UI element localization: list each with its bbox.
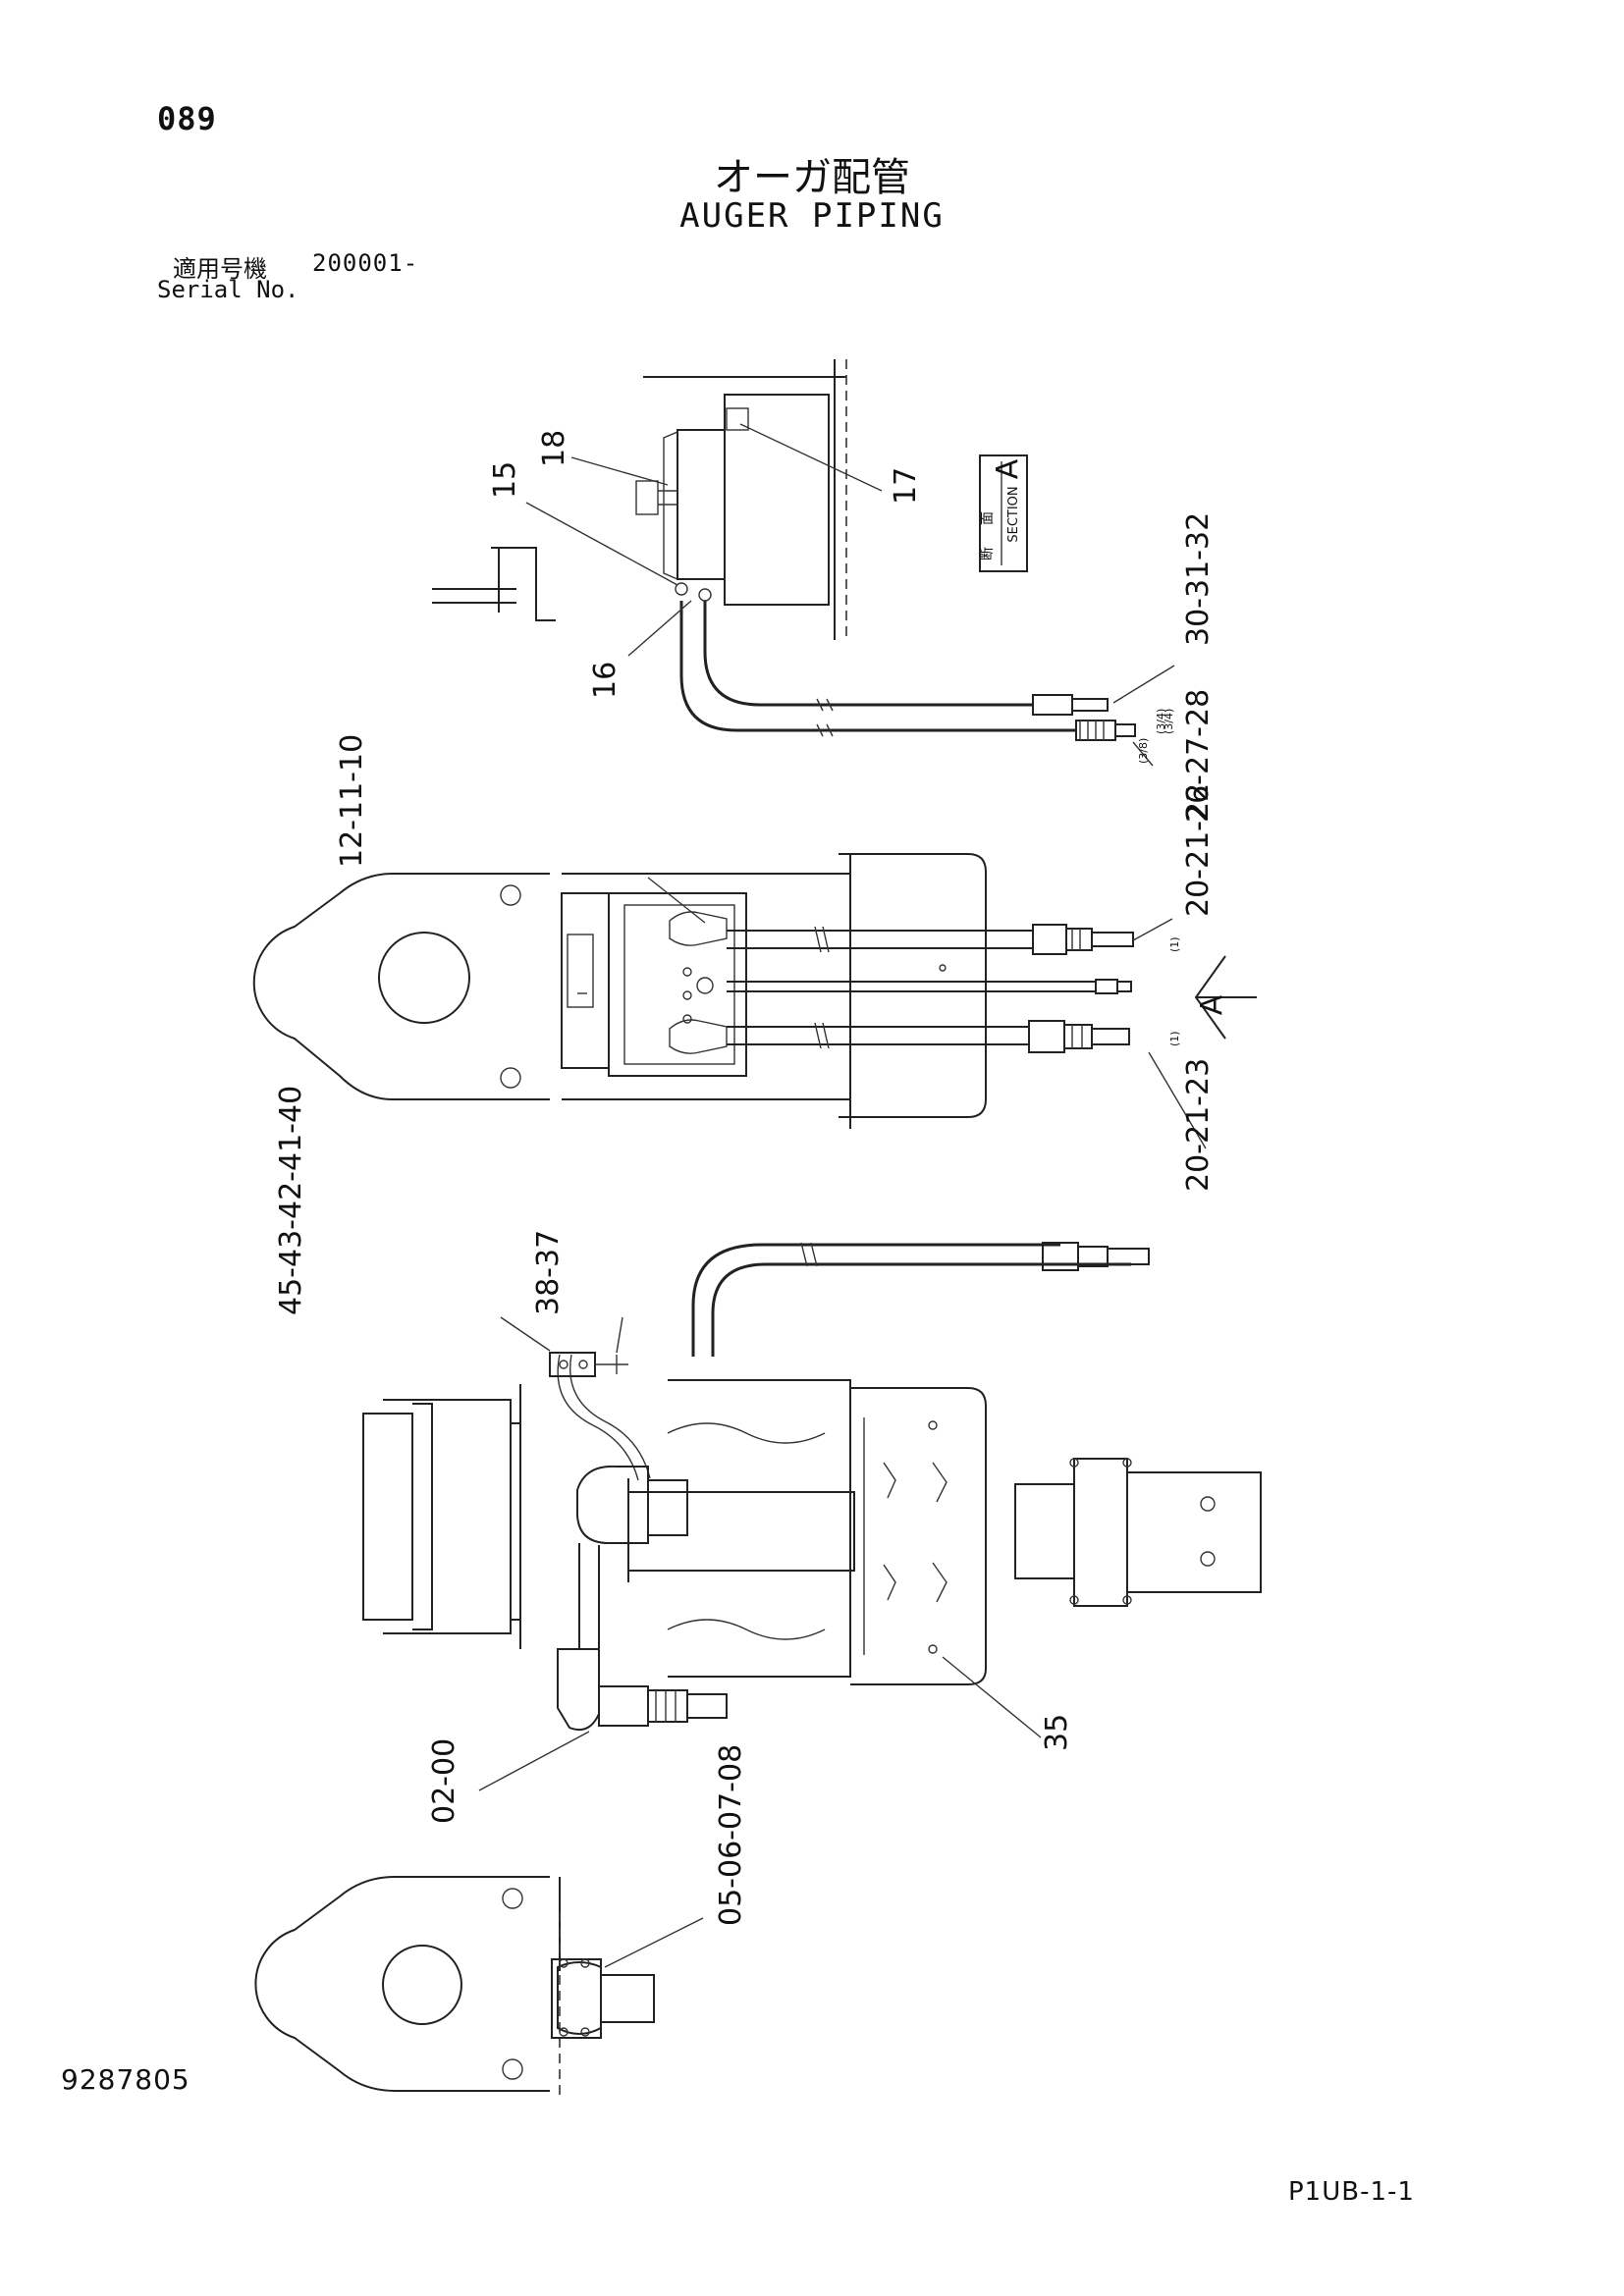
drawing-number: 9287805 xyxy=(61,2063,190,2096)
section-jp-char-1: 断 xyxy=(980,547,996,561)
coupler-30 xyxy=(1032,694,1073,716)
bearing-housing xyxy=(1073,1458,1128,1607)
callout-38-37: 38-37 xyxy=(531,1230,566,1315)
callout-02-00: 02-00 xyxy=(427,1738,461,1824)
callout-30-31-32: 30-31-32 xyxy=(1181,512,1216,646)
adapter-fitting-16 xyxy=(698,588,712,602)
section-a-view xyxy=(432,359,1175,767)
elbow-fitting-18 xyxy=(635,480,659,515)
page-number: 089 xyxy=(157,100,217,137)
solenoid-valve xyxy=(549,1352,596,1377)
manifold-port-lower xyxy=(669,1019,728,1054)
callout-35: 35 xyxy=(1040,1714,1074,1751)
size-note-2: (3/8) xyxy=(1137,738,1150,764)
serial-number-range: 200001- xyxy=(312,249,419,277)
callout-15: 15 xyxy=(488,461,522,499)
coupler-20-lower xyxy=(1028,1020,1065,1053)
pin-bore xyxy=(378,932,470,1024)
port-fitting-17 xyxy=(726,407,749,431)
callout-16: 16 xyxy=(588,662,623,699)
callout-05-06-07-08: 05-06-07-08 xyxy=(714,1744,748,1926)
size-note-4: (1) xyxy=(1168,936,1181,952)
title-english: AUGER PIPING xyxy=(679,196,945,236)
view-arrow-letter: A xyxy=(1195,994,1229,1015)
size-note-5: (1) xyxy=(1168,1031,1181,1046)
callout-20-21-23: 20-21-23 xyxy=(1181,1058,1216,1192)
section-jp-char-2: 面 xyxy=(980,511,996,525)
callout-26-27-28: 26-27-28 xyxy=(1181,689,1216,823)
size-note-1: (3/4) xyxy=(1163,709,1175,734)
callout-12-11-10: 12-11-10 xyxy=(335,734,369,868)
swivel-elbow xyxy=(576,1465,649,1544)
title-japanese: オーガ配管 xyxy=(714,155,910,200)
callout-45-43-42-41-40: 45-43-42-41-40 xyxy=(274,1086,308,1315)
section-label: SECTION xyxy=(1006,486,1021,542)
serial-label-japanese: 適用号機 xyxy=(173,255,267,283)
section-a-box: 断 面 SECTION A xyxy=(979,454,1028,572)
sheet-reference: P1UB-1-1 xyxy=(1288,2177,1415,2207)
side-view-hose xyxy=(711,1262,1131,1357)
adapter-fitting-15 xyxy=(675,582,688,596)
coupler-20-upper xyxy=(1032,924,1067,955)
hose-upper xyxy=(703,601,1033,707)
section-letter: A xyxy=(991,458,1025,479)
callout-17: 17 xyxy=(889,467,923,505)
hose-lower xyxy=(679,601,1076,732)
size-note-3: (3/4) xyxy=(1155,709,1167,734)
callout-18: 18 xyxy=(537,430,571,467)
serial-label-english: Serial No. xyxy=(157,276,299,303)
pilot-hose xyxy=(557,1354,639,1481)
side-view xyxy=(362,1242,1262,1791)
manifold-port-upper xyxy=(669,911,728,946)
lower-pin-bore xyxy=(382,1945,462,2025)
front-view: A xyxy=(252,853,1257,1149)
lower-detail-view xyxy=(254,1876,704,2101)
callout-20-21-22: 20-21-22 xyxy=(1181,783,1216,917)
